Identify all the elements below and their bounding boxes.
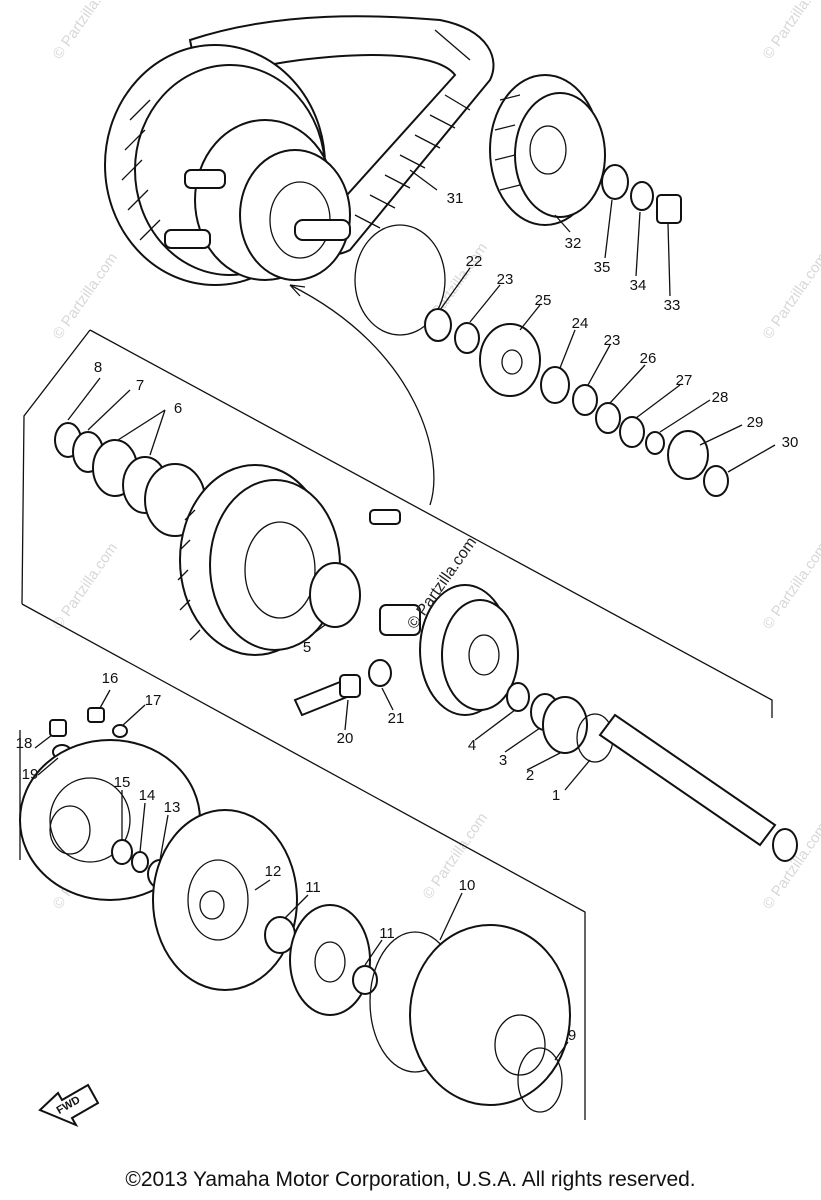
- watermark: © Partzilla.com: [49, 540, 121, 633]
- watermark: © Partzilla.com: [49, 0, 121, 62]
- callout-33: 33: [664, 297, 681, 314]
- callout-24: 24: [572, 315, 589, 332]
- bolt-16: [87, 707, 105, 723]
- watermark: © Partzilla.com: [759, 540, 821, 633]
- washer-14: [131, 851, 149, 873]
- callout-35: 35: [594, 259, 611, 276]
- callout-18: 18: [16, 735, 33, 752]
- callout-10: 10: [459, 877, 476, 894]
- callout-12: 12: [265, 863, 282, 880]
- watermark: © Partzilla.com: [759, 0, 821, 62]
- callout-26: 26: [640, 350, 657, 367]
- callout-4: 4: [468, 737, 476, 754]
- bolt-18: [49, 719, 67, 737]
- fan-sheave: [289, 904, 371, 1016]
- callout-25: 25: [535, 292, 552, 309]
- washer-21: [368, 659, 392, 687]
- callout-30: 30: [782, 434, 799, 451]
- watermark: © Partzilla.com: [419, 810, 491, 903]
- assembly-arrow-curve: [289, 284, 435, 506]
- callout-28: 28: [712, 389, 729, 406]
- copyright-notice: ©2013 Yamaha Motor Corporation, U.S.A. A…: [125, 1168, 696, 1191]
- seal-5: [309, 562, 361, 628]
- watermark: © Partzilla.com: [49, 250, 121, 343]
- upper-assembly-frame-left: [21, 329, 91, 605]
- callout-1: 1: [552, 787, 560, 804]
- callout-15: 15: [114, 774, 131, 791]
- callout-numbers: 31 32 35 34 33 22 23 25 24 23 26 27 28 2…: [16, 190, 799, 942]
- callout-3: 3: [499, 752, 507, 769]
- callout-16: 16: [102, 670, 119, 687]
- output-shaft: [506, 682, 798, 862]
- forward-indicator: FWD: [38, 1083, 100, 1128]
- assembly-arrow-head: [289, 284, 306, 297]
- o-ring-large: [354, 224, 446, 336]
- callout-21: 21: [388, 710, 405, 727]
- secondary-pulley: [489, 74, 606, 226]
- clutch-plate-12: [152, 809, 298, 991]
- callout-7: 7: [136, 377, 144, 394]
- callout-23b: 23: [604, 332, 621, 349]
- washer-34: [630, 181, 654, 211]
- callout-13: 13: [164, 799, 181, 816]
- callout-23a: 23: [497, 271, 514, 288]
- watermark: © Partzilla.com: [759, 250, 821, 343]
- callout-2: 2: [526, 767, 534, 784]
- washer-17: [112, 724, 128, 738]
- exploded-parts-diagram: © Partzilla.com © Partzilla.com © Partzi…: [16, 0, 821, 1128]
- callout-14: 14: [139, 787, 156, 804]
- gear-drum: [177, 464, 401, 656]
- upper-assembly-frame: [89, 329, 773, 718]
- nut-15: [111, 839, 133, 865]
- output-drum: [379, 584, 519, 716]
- nut-33: [656, 194, 682, 224]
- callout-8: 8: [94, 359, 102, 376]
- spacer-11b: [352, 965, 378, 995]
- callout-27: 27: [676, 372, 693, 389]
- bearing-set-left: [54, 422, 206, 537]
- callout-19: 19: [22, 766, 39, 783]
- callout-32: 32: [565, 235, 582, 252]
- shaft-components: [424, 308, 729, 497]
- callout-5: 5: [303, 639, 311, 656]
- callout-6: 6: [174, 400, 182, 417]
- callout-11b: 11: [379, 925, 395, 942]
- callout-20: 20: [337, 730, 354, 747]
- callout-17: 17: [145, 692, 162, 709]
- washer-35: [601, 164, 629, 200]
- movable-sheave: [409, 924, 571, 1106]
- primary-sheave: [104, 44, 351, 286]
- callout-9-visible: 9: [568, 1027, 576, 1044]
- leader-lines: [34, 169, 776, 1061]
- callout-11a: 11: [305, 879, 321, 896]
- callout-22: 22: [466, 253, 483, 270]
- lower-assembly-frame: [21, 603, 586, 1120]
- bolt-20: [293, 674, 361, 717]
- callout-29: 29: [747, 414, 764, 431]
- assembly-frames: [19, 284, 773, 1120]
- o-ring-9: [517, 1047, 563, 1113]
- callout-34: 34: [630, 277, 647, 294]
- callout-31: 31: [447, 190, 464, 207]
